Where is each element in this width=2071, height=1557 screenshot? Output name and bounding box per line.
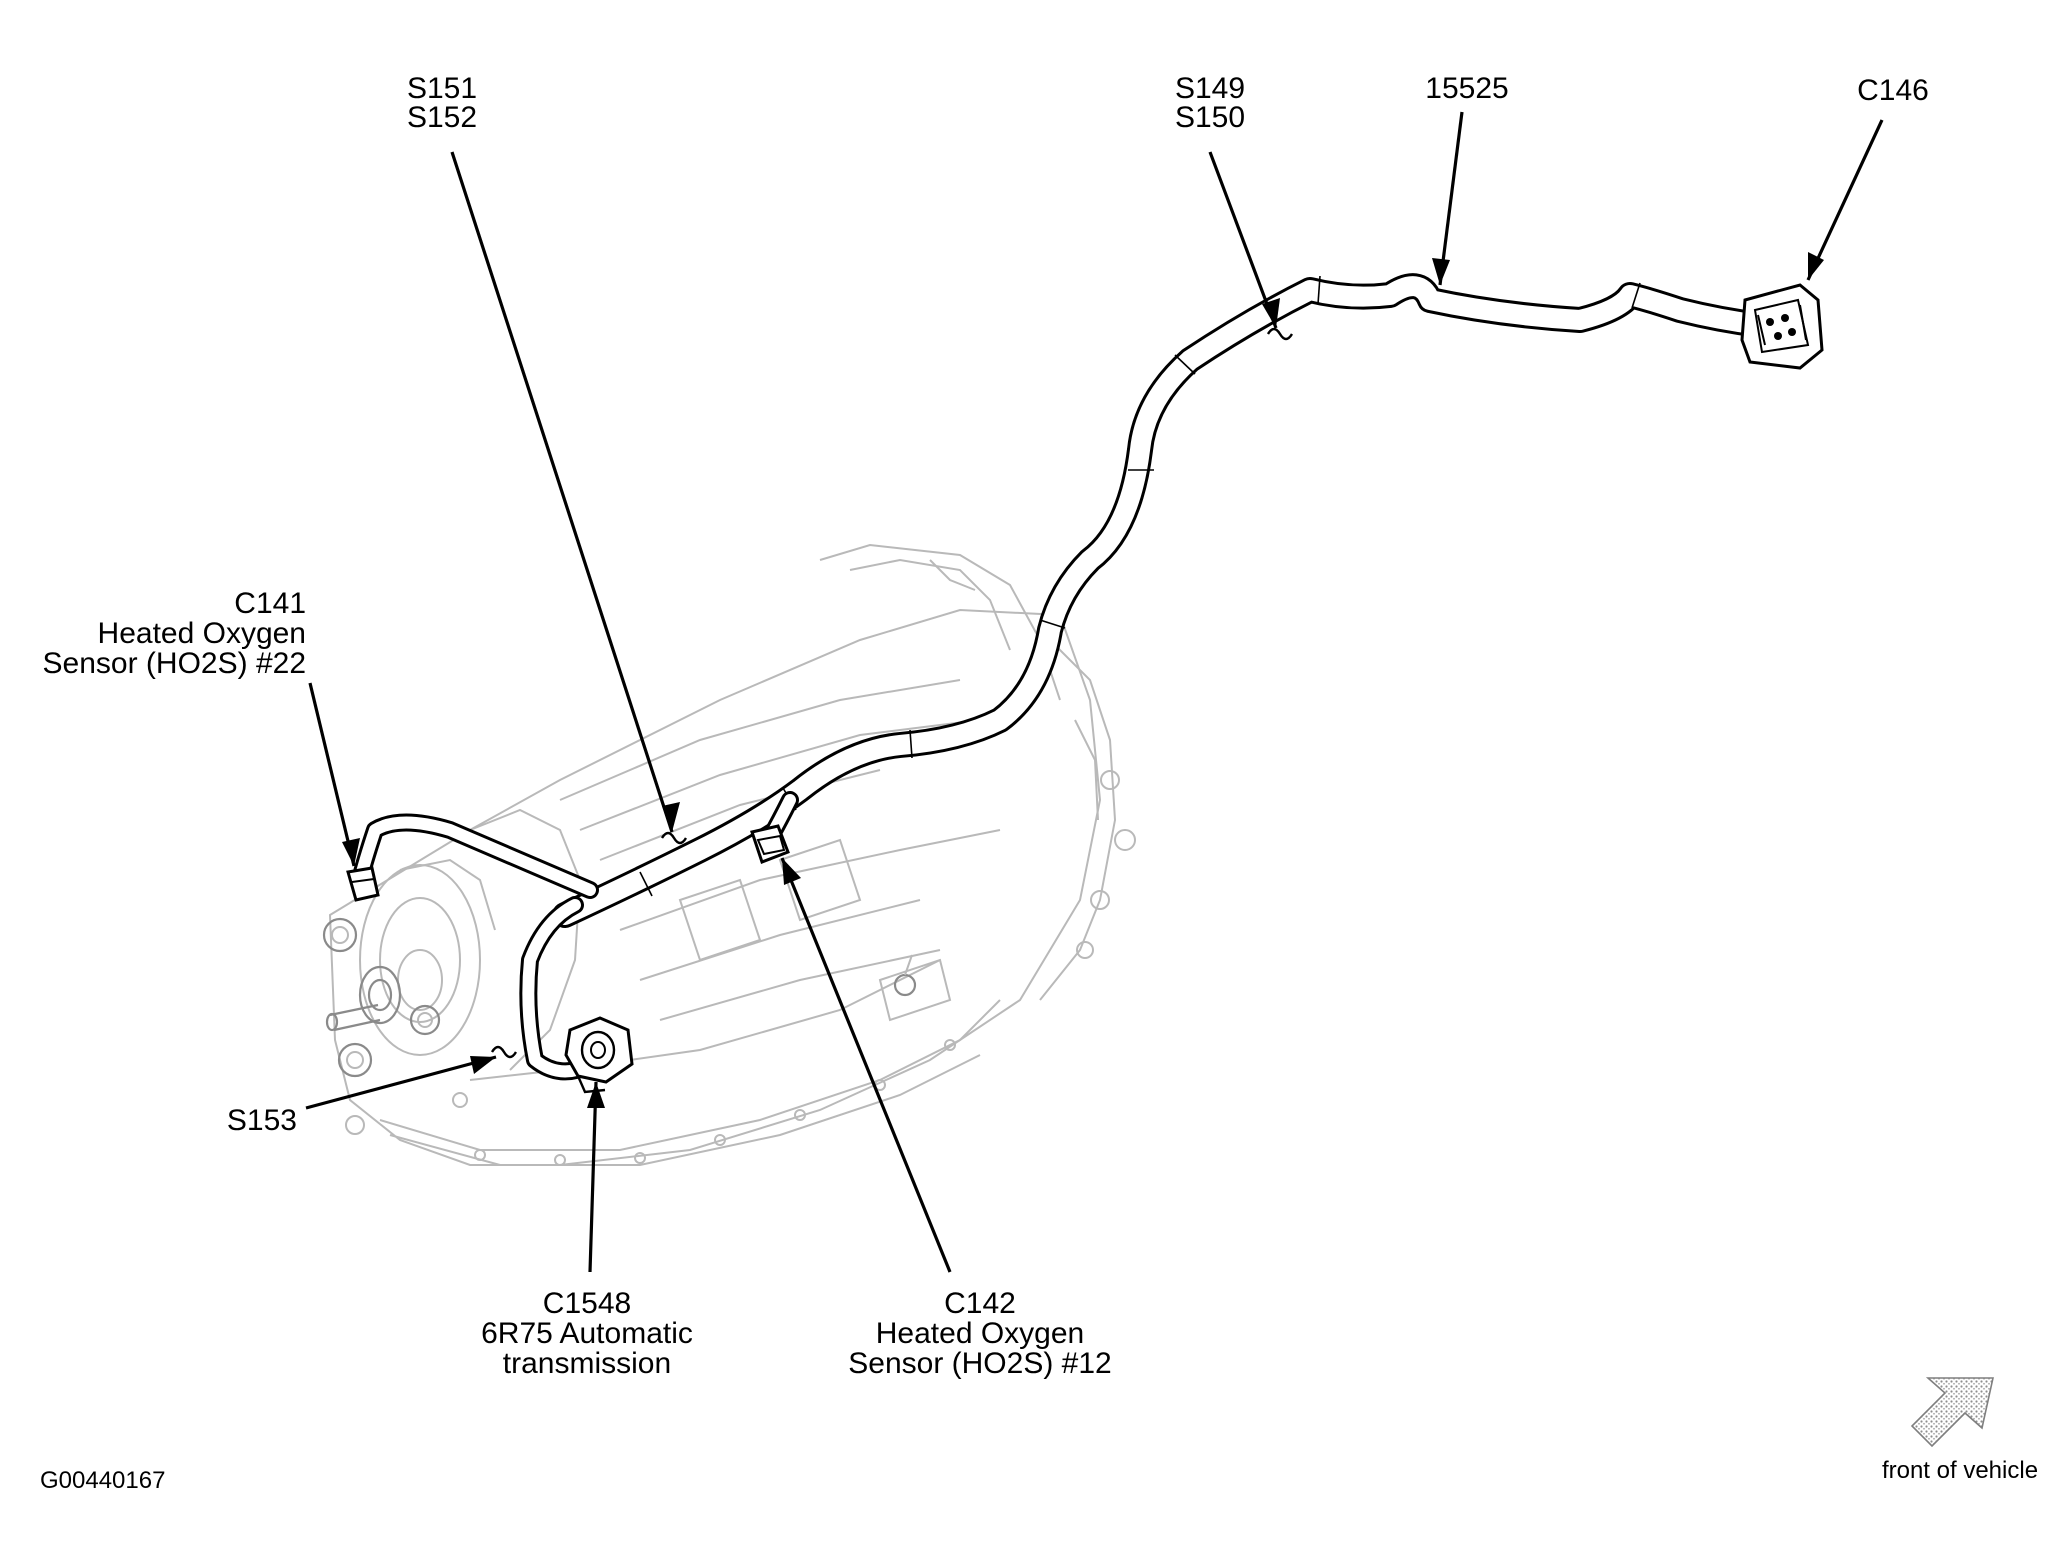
label-c142-id: C142 (944, 1287, 1016, 1320)
label-s151-s152: S151 S152 (407, 72, 477, 134)
leader-arrowheads (342, 252, 1824, 1108)
figure-id: G00440167 (40, 1467, 165, 1494)
label-c1548-id: C1548 (543, 1287, 631, 1320)
label-s149-s150: S149 S150 (1175, 72, 1245, 134)
label-c141-id: C141 (234, 587, 306, 620)
front-of-vehicle-label: front of vehicle (1882, 1457, 2038, 1484)
label-harness-15525: 15525 (1425, 72, 1508, 105)
c146-connector (1740, 283, 1824, 370)
c142-connector (750, 824, 790, 864)
label-s151: S151 (407, 72, 477, 105)
transmission-outline (322, 543, 1136, 1166)
label-s149: S149 (1175, 72, 1245, 105)
label-s150: S150 (1175, 101, 1245, 134)
label-c141-line2: Heated Oxygen (98, 617, 306, 650)
label-c142-line2: Heated Oxygen (876, 1317, 1084, 1350)
label-c141: C141 Heated Oxygen Sensor (HO2S) #22 (43, 587, 306, 680)
label-s153: S153 (227, 1104, 297, 1137)
label-c142: C142 Heated Oxygen Sensor (HO2S) #12 (848, 1287, 1111, 1380)
front-of-vehicle-arrow-icon (1910, 1377, 1994, 1448)
label-c141-line3: Sensor (HO2S) #22 (43, 647, 306, 680)
label-c1548: C1548 6R75 Automatic transmission (481, 1287, 693, 1380)
c141-connector (346, 866, 380, 902)
harness-15525 (351, 273, 1773, 1081)
label-c1548-line3: transmission (503, 1347, 671, 1380)
label-c142-line3: Sensor (HO2S) #12 (848, 1347, 1111, 1380)
label-c146: C146 (1857, 74, 1929, 107)
label-c1548-line2: 6R75 Automatic (481, 1317, 693, 1350)
leader-lines (305, 111, 1884, 1273)
label-s152: S152 (407, 101, 477, 134)
c1548-connector (564, 1016, 634, 1094)
